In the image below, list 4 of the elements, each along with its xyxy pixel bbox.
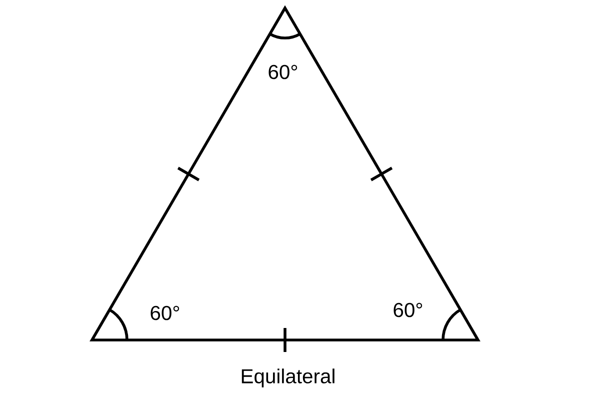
angle-label: 60° xyxy=(150,306,180,320)
angle-label: 60° xyxy=(268,64,298,80)
angle-label: 60° xyxy=(394,302,422,318)
caption: Equilateral xyxy=(242,368,334,388)
